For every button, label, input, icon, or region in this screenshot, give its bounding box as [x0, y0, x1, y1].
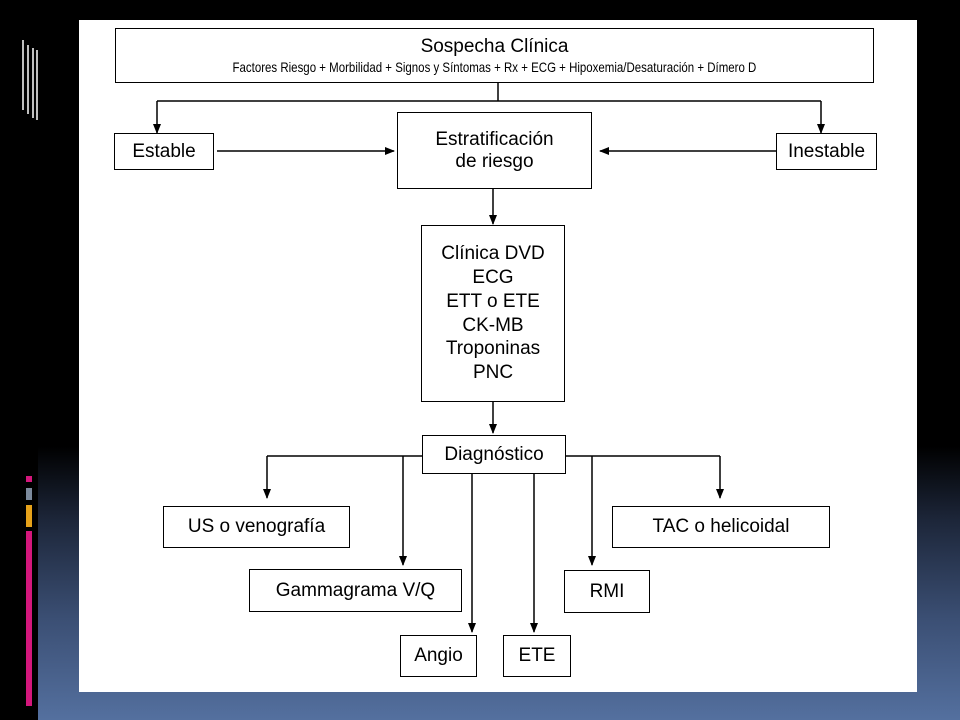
us-venography-box: US o venografía — [163, 506, 350, 548]
ete-box: ETE — [503, 635, 571, 677]
unstable-label: Inestable — [787, 140, 866, 162]
us-venography-label: US o venografía — [187, 516, 326, 538]
diagram-connectors — [153, 83, 825, 633]
stratification-line-1: Estratificación — [435, 128, 554, 150]
test-item: Troponinas — [445, 338, 541, 360]
unstable-box: Inestable — [776, 133, 877, 170]
tac-helicoidal-label: TAC o helicoidal — [652, 516, 790, 538]
angio-box: Angio — [400, 635, 477, 677]
rmi-box: RMI — [564, 570, 650, 613]
risk-stratification-box: Estratificación de riesgo — [397, 112, 592, 189]
stable-label: Estable — [132, 140, 196, 162]
angio-label: Angio — [414, 645, 463, 667]
diagnosis-box: Diagnóstico — [422, 435, 566, 474]
diagnosis-label: Diagnóstico — [444, 443, 544, 465]
tests-box: Clínica DVD ECG ETT o ETE CK-MB Troponin… — [421, 225, 565, 402]
stratification-line-2: de riesgo — [455, 150, 534, 172]
stable-box: Estable — [114, 133, 214, 170]
gammagram-label: Gammagrama V/Q — [275, 579, 436, 601]
test-item: Clínica DVD — [441, 243, 545, 265]
test-item: ECG — [472, 267, 514, 288]
gammagram-box: Gammagrama V/Q — [249, 569, 462, 612]
accent-pink-square — [26, 476, 32, 482]
test-item: CK-MB — [462, 314, 524, 336]
accent-gold-bar — [26, 505, 32, 527]
diagram-panel: Sospecha Clínica Factores Riesgo + Morbi… — [79, 20, 917, 692]
test-item: ETT o ETE — [446, 290, 540, 312]
accent-pink-bar — [26, 531, 32, 706]
rmi-label: RMI — [589, 580, 625, 602]
ete-label: ETE — [518, 645, 556, 667]
accent-gray-square — [26, 488, 32, 500]
tac-helicoidal-box: TAC o helicoidal — [612, 506, 830, 548]
decorative-lines — [22, 40, 38, 120]
suspicion-criteria: Factores Riesgo + Morbilidad + Signos y … — [232, 59, 757, 76]
suspicion-box: Sospecha Clínica Factores Riesgo + Morbi… — [115, 28, 874, 83]
test-item: PNC — [472, 362, 514, 383]
suspicion-title: Sospecha Clínica — [420, 35, 569, 57]
